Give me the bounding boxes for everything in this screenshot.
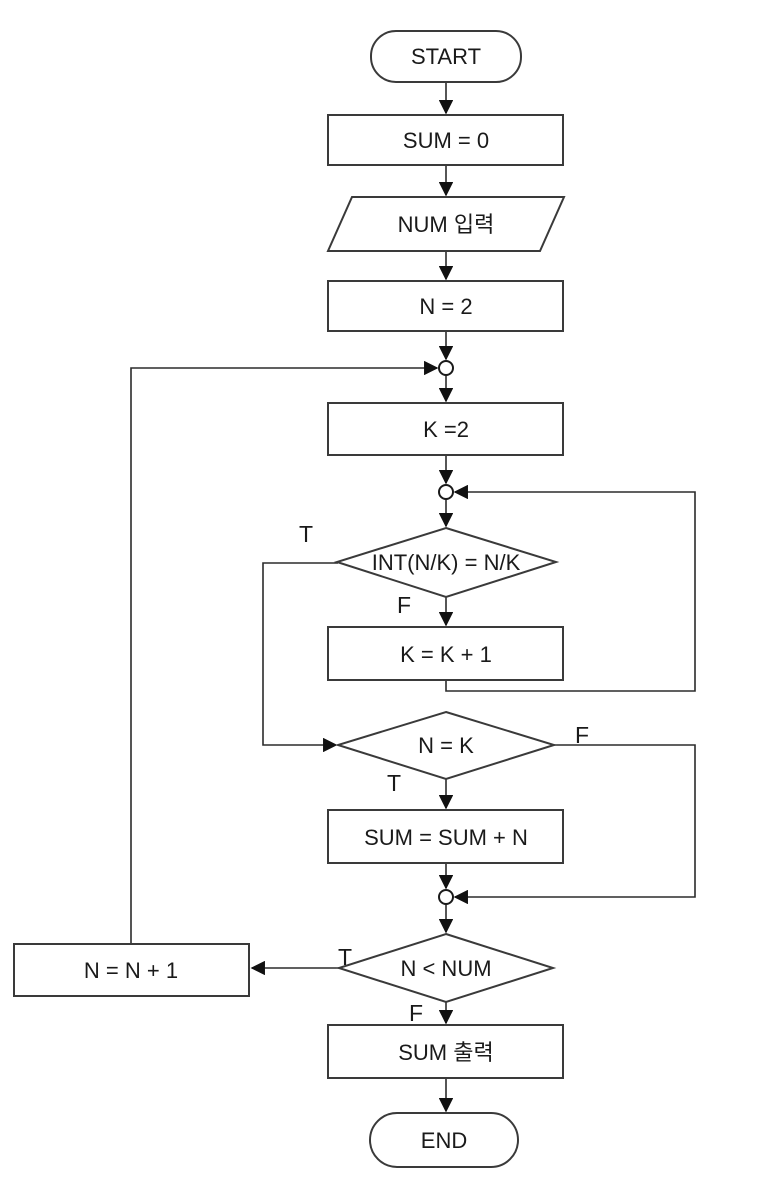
branch-label-div-false: F xyxy=(397,592,411,618)
eq-check-decision-shape xyxy=(334,710,558,781)
loop-check-decision-shape xyxy=(335,932,557,1004)
loop-check-label: N < NUM xyxy=(400,956,491,981)
k-init-label: K =2 xyxy=(423,417,469,442)
node-end: END xyxy=(369,1112,519,1168)
node-start: START xyxy=(370,30,522,83)
junction-circle-3 xyxy=(438,889,454,905)
sum-init-label: SUM = 0 xyxy=(403,128,489,153)
node-sum-out: SUM 출력 xyxy=(327,1024,564,1079)
start-label: START xyxy=(411,44,481,69)
junction-circle-1 xyxy=(438,360,454,376)
n-inc-process-shape xyxy=(13,943,250,997)
eq-check-label: N = K xyxy=(418,733,474,758)
edge-eq-check-false-to-junction3 xyxy=(453,744,696,905)
k-inc-process-shape xyxy=(327,626,564,681)
node-n-inc: N = N + 1 xyxy=(13,943,250,997)
k-init-process-shape xyxy=(327,402,564,456)
node-n-init: N = 2 xyxy=(327,280,564,332)
node-num-input: NUM 입력 xyxy=(326,196,566,252)
edge-div-check-true-to-eq-check xyxy=(262,562,338,753)
div-check-label: INT(N/K) = N/K xyxy=(372,550,521,575)
node-sum-add: SUM = SUM + N xyxy=(327,809,564,864)
node-sum-init: SUM = 0 xyxy=(327,114,564,166)
end-terminator-shape xyxy=(369,1112,519,1168)
node-div-check: INT(N/K) = N/K xyxy=(333,526,560,599)
branch-label-loop-true: T xyxy=(338,944,352,970)
n-init-process-shape xyxy=(327,280,564,332)
branch-label-eq-true: T xyxy=(387,770,401,796)
node-k-inc: K = K + 1 xyxy=(327,626,564,681)
junction-circle-2 xyxy=(438,484,454,500)
n-init-label: N = 2 xyxy=(419,294,472,319)
k-inc-label: K = K + 1 xyxy=(400,642,492,667)
node-k-init: K =2 xyxy=(327,402,564,456)
sum-add-label: SUM = SUM + N xyxy=(364,825,528,850)
branch-label-loop-false: F xyxy=(409,1000,423,1026)
branch-label-div-true: T xyxy=(299,521,313,547)
n-inc-label: N = N + 1 xyxy=(84,958,178,983)
num-input-label: NUM 입력 xyxy=(398,212,495,237)
sum-out-process-shape xyxy=(327,1024,564,1079)
num-input-parallelogram-shape xyxy=(326,196,566,252)
node-eq-check: N = K xyxy=(334,710,558,781)
start-terminator-shape xyxy=(370,30,522,83)
end-label: END xyxy=(421,1128,467,1153)
edge-k-inc-loop-to-junction2 xyxy=(445,484,696,692)
sum-add-process-shape xyxy=(327,809,564,864)
branch-label-eq-false: F xyxy=(575,722,589,748)
edge-n-inc-loop-to-junction1 xyxy=(130,360,439,944)
node-loop-check: N < NUM xyxy=(335,932,557,1004)
div-check-decision-shape xyxy=(333,526,560,599)
sum-out-label: SUM 출력 xyxy=(398,1040,493,1065)
sum-init-process-shape xyxy=(327,114,564,166)
